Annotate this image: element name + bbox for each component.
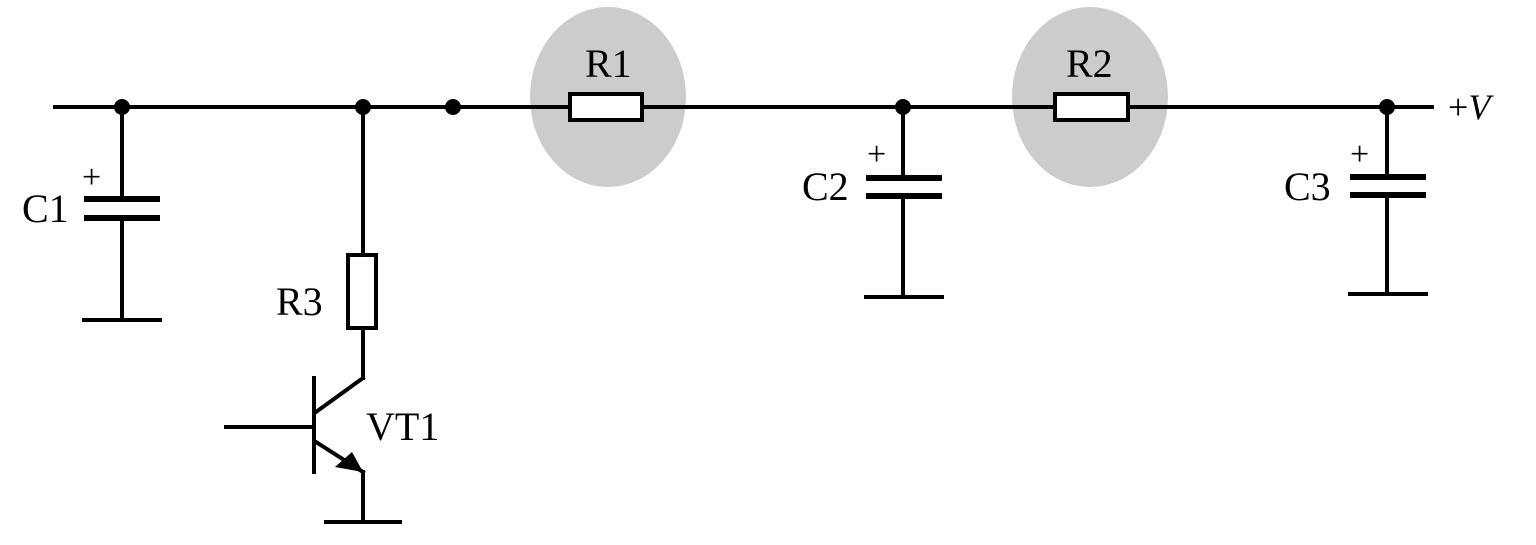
supply-sign: + <box>1448 87 1468 127</box>
junction-node <box>895 99 911 115</box>
c2-plus: + <box>867 136 886 173</box>
c3-plus: + <box>1350 136 1369 173</box>
r1-label: R1 <box>585 41 632 86</box>
resistor-r1 <box>568 92 644 122</box>
vt1-label: VT1 <box>366 404 439 449</box>
resistor-r3-branch <box>346 105 378 380</box>
supply-variable: V <box>1468 87 1494 127</box>
transistor-vt1 <box>224 375 402 524</box>
capacitor-c2 <box>864 105 944 299</box>
c1-label: C1 <box>22 186 69 231</box>
emitter-arrow-icon <box>335 452 363 472</box>
supply-label: +V <box>1448 87 1494 127</box>
junction-node <box>445 99 461 115</box>
junction-node <box>114 99 130 115</box>
c3-label: C3 <box>1284 164 1331 209</box>
c1-plus: + <box>82 159 101 196</box>
junction-node <box>355 99 371 115</box>
r3-label: R3 <box>276 279 323 324</box>
c2-label: C2 <box>802 164 849 209</box>
capacitor-c3 <box>1348 105 1428 296</box>
capacitor-c1 <box>82 105 162 322</box>
junction-node <box>1379 99 1395 115</box>
r2-label: R2 <box>1066 41 1113 86</box>
resistor-r2 <box>1053 92 1130 122</box>
